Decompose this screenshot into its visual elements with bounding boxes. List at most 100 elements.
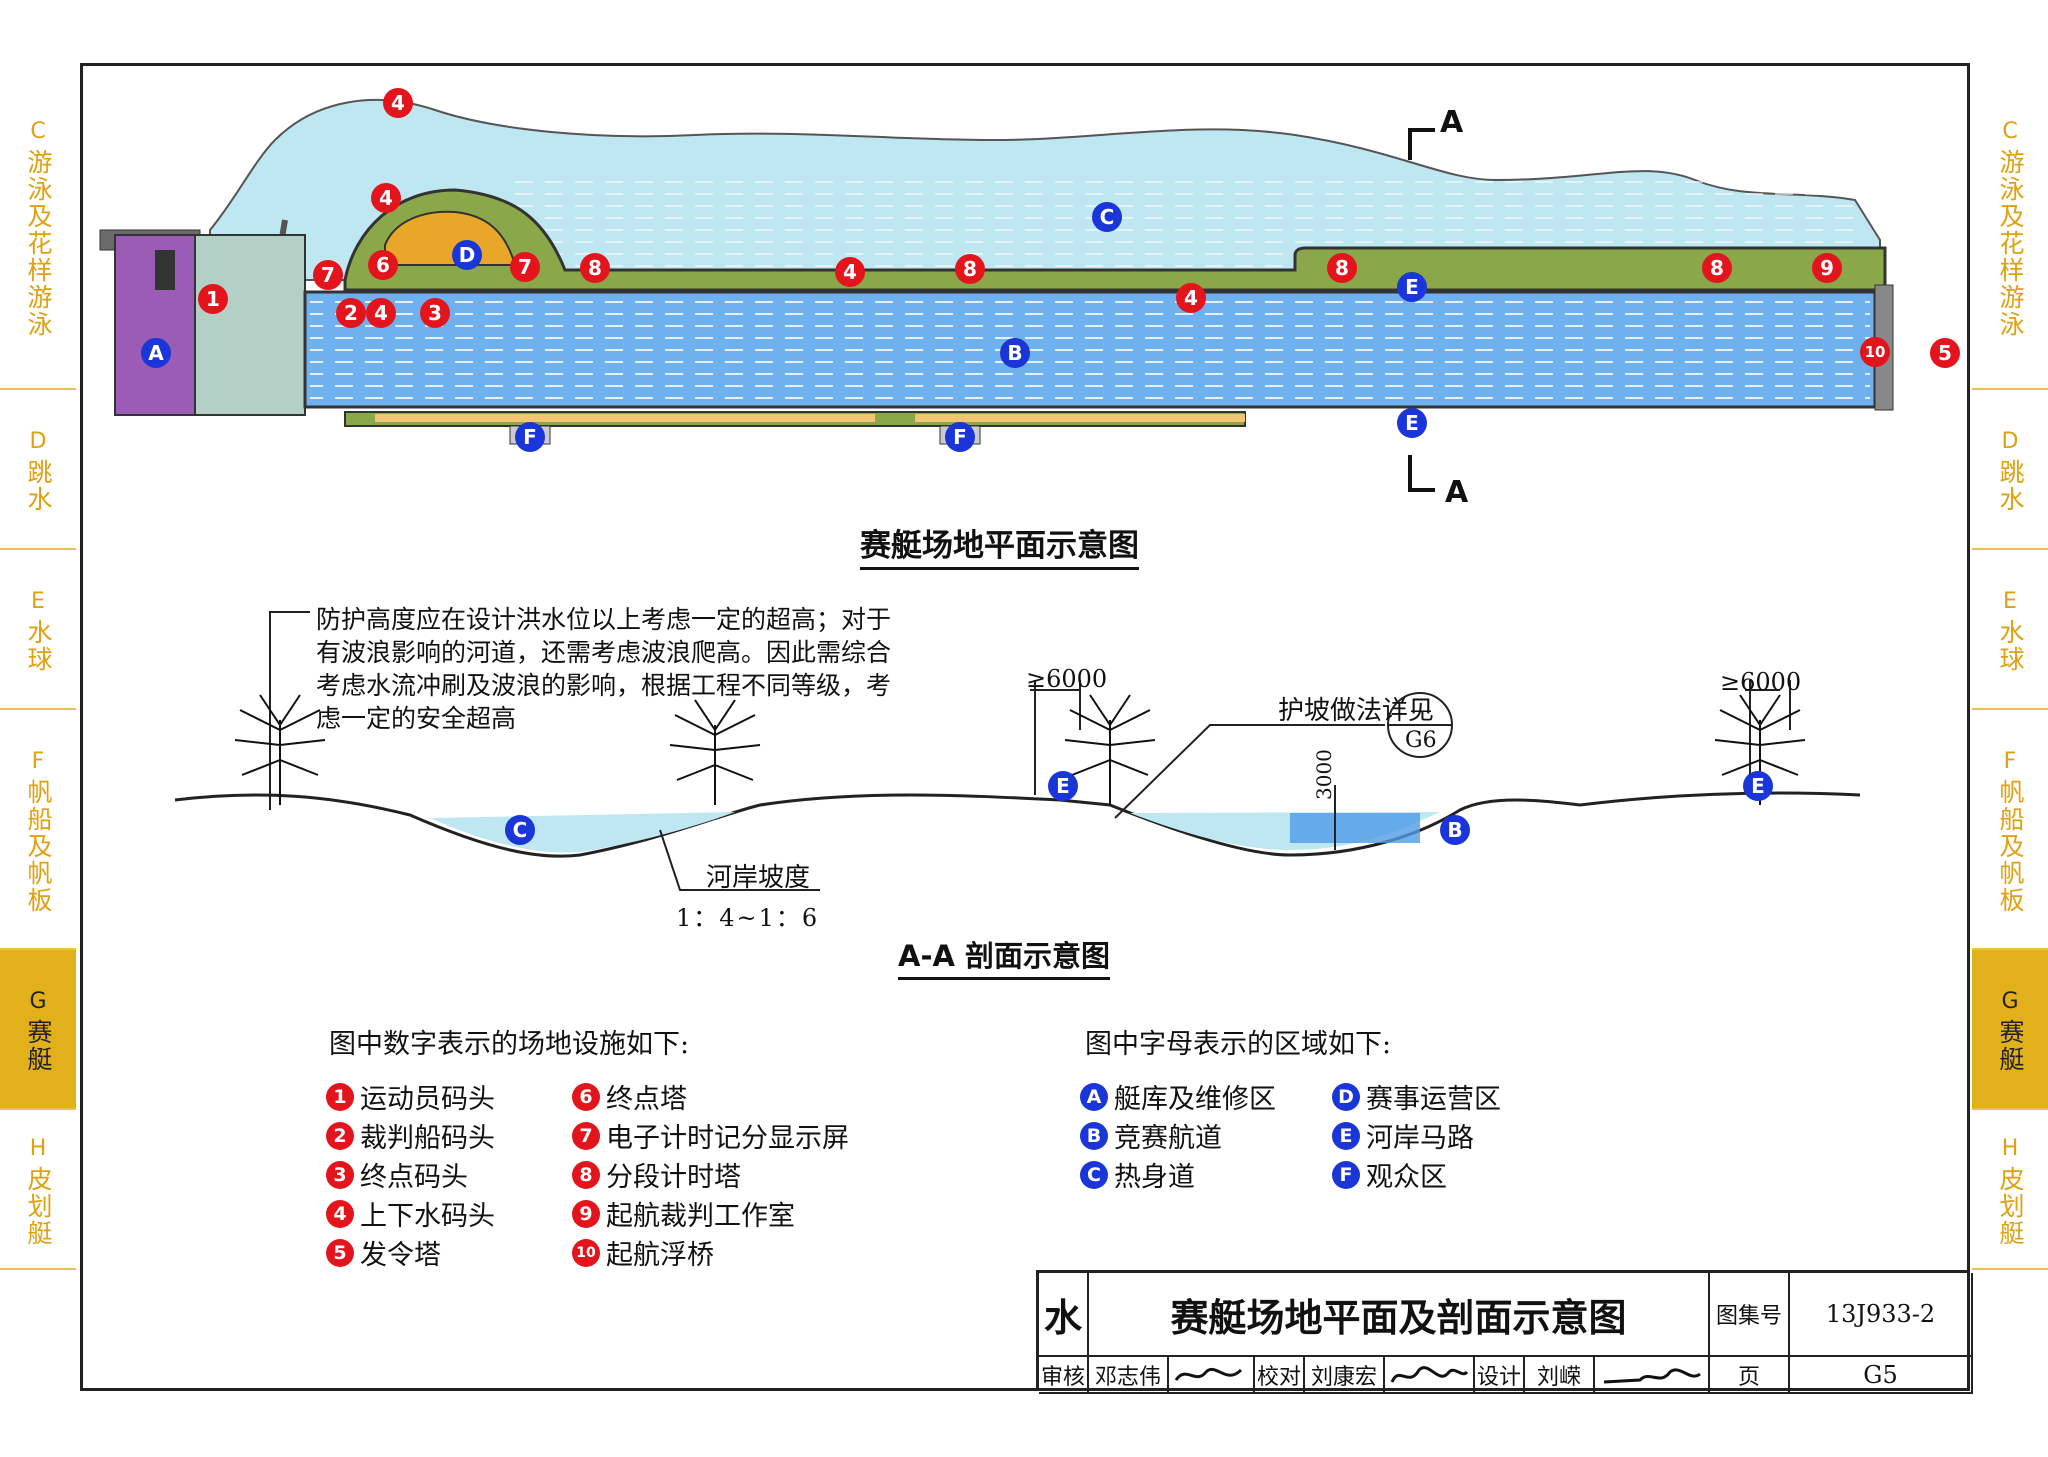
tab-rowing[interactable]: G 赛艇: [1972, 950, 2048, 1110]
section-marker-E: E: [1048, 771, 1078, 801]
drawing-frame: [80, 63, 1970, 1391]
ops-area: [384, 210, 517, 266]
marker-10: 10: [1860, 337, 1890, 367]
tab-rowing[interactable]: G 赛艇: [0, 950, 76, 1110]
marker-8: 8: [1327, 253, 1357, 283]
tab-diving[interactable]: D 跳水: [1972, 390, 2048, 550]
legend-badge: 6: [572, 1082, 600, 1111]
tab-swimming[interactable]: C 游泳及花样游泳: [1972, 65, 2048, 390]
section-mark-top: A: [1440, 105, 1464, 140]
section-title: A-A 剖面示意图: [898, 933, 1111, 980]
tb-page-label: 页: [1710, 1357, 1790, 1394]
legend-label: 河岸马路: [1366, 1123, 1474, 1154]
tab-sailing[interactable]: F 帆船及帆板: [0, 710, 76, 950]
tab-canoe[interactable]: H 皮划艇: [0, 1110, 76, 1270]
legend-label: 热身道: [1114, 1162, 1195, 1193]
plan-diagram: [99, 99, 1894, 492]
tab-label: 水球: [1996, 619, 2025, 673]
tab-water-polo[interactable]: E 水球: [0, 550, 76, 710]
marker-2: 2: [336, 298, 366, 328]
legend-label: 分段计时塔: [606, 1162, 741, 1193]
marker-9: 9: [1812, 253, 1842, 283]
tab-label: 皮划艇: [1996, 1165, 2025, 1247]
marker-4: 4: [371, 183, 401, 213]
title-block: 水 赛艇场地平面及剖面示意图 图集号 13J933-2 审核 邓志伟 校对 刘康…: [1036, 1270, 1973, 1394]
tab-label: 帆船及帆板: [1996, 778, 2025, 914]
dim-right: ≥6000: [1720, 668, 1802, 696]
section-diagram: [174, 611, 1861, 891]
slope-ref-top: —: [1410, 698, 1432, 723]
section-water-c: [430, 812, 735, 853]
legend-badge: 10: [572, 1238, 600, 1267]
marker-B: B: [1000, 338, 1030, 368]
legend-label: 竞赛航道: [1114, 1123, 1222, 1154]
legend-label: 起航裁判工作室: [606, 1201, 795, 1232]
marker-8: 8: [1702, 253, 1732, 283]
bank-green: [343, 188, 1887, 292]
marker-8: 8: [955, 254, 985, 284]
tab-canoe[interactable]: H 皮划艇: [1972, 1110, 2048, 1270]
tab-code: C: [2002, 119, 2018, 144]
note-line: 考虑水流冲刷及波浪的影响，根据工程不同等级，考: [316, 671, 892, 700]
marker-8: 8: [580, 253, 610, 283]
legend-badge: 4: [326, 1199, 354, 1228]
legend-badge: 9: [572, 1199, 600, 1228]
marker-3: 3: [420, 298, 450, 328]
marker-6: 6: [368, 250, 398, 280]
tab-label: 皮划艇: [24, 1165, 53, 1247]
plan-title: 赛艇场地平面示意图: [860, 520, 1139, 570]
tab-sailing[interactable]: F 帆船及帆板: [1972, 710, 2048, 950]
dim-left: ≥6000: [1026, 665, 1108, 693]
tb-atlas-label: 图集号: [1710, 1273, 1790, 1357]
bank-slope-label: 河岸坡度: [706, 863, 811, 893]
tab-swimming[interactable]: C 游泳及花样游泳: [0, 65, 76, 390]
legend-label: 艇库及维修区: [1114, 1084, 1276, 1115]
tb-reviewer: 邓志伟: [1089, 1357, 1169, 1394]
legend-label: 起航浮桥: [606, 1240, 714, 1271]
tab-water-polo[interactable]: E 水球: [1972, 550, 2048, 710]
marker-F: F: [945, 422, 975, 452]
legend-badge: 3: [326, 1160, 354, 1189]
section-note: 防护高度应在设计洪水位以上考虑一定的超高；对于 有波浪影响的河道，还需考虑波浪爬…: [316, 603, 976, 735]
legend-label: 终点塔: [606, 1084, 687, 1115]
legend-badge: 5: [326, 1238, 354, 1267]
note-line: 虑一定的安全超高: [316, 704, 517, 733]
legend-badge: 7: [572, 1121, 600, 1150]
marker-5: 5: [1930, 338, 1960, 368]
legend-badge: 1: [326, 1082, 354, 1111]
section-marker-B: B: [1440, 815, 1470, 845]
tb-checker: 刘康宏: [1305, 1357, 1385, 1394]
legend-badge: E: [1332, 1121, 1360, 1150]
note-line: 防护高度应在设计洪水位以上考虑一定的超高；对于: [316, 605, 892, 634]
tb-page-no: G5: [1790, 1357, 1973, 1394]
marker-E: E: [1397, 272, 1427, 302]
tab-label: 跳水: [24, 459, 53, 513]
slope-ref-bottom: G6: [1405, 728, 1437, 753]
tab-diving[interactable]: D 跳水: [0, 390, 76, 550]
legend-label: 观众区: [1366, 1162, 1447, 1193]
marker-7: 7: [313, 260, 343, 290]
tab-code: G: [2001, 989, 2019, 1014]
signature: [1595, 1357, 1710, 1394]
tab-code: E: [31, 589, 45, 614]
tab-code: C: [30, 119, 46, 144]
legend-label: 电子计时记分显示屏: [606, 1123, 849, 1154]
tab-code: D: [29, 429, 47, 454]
tab-label: 赛艇: [1996, 1019, 2025, 1073]
legend-numbers-heading: 图中数字表示的场地设施如下:: [329, 1029, 690, 1060]
marker-E: E: [1397, 408, 1427, 438]
marker-4: 4: [835, 257, 865, 287]
tab-code: F: [31, 748, 45, 774]
marker-C: C: [1092, 202, 1122, 232]
tab-label: 游泳及花样游泳: [1996, 149, 2025, 338]
legend-badge: C: [1080, 1160, 1108, 1189]
tab-label: 跳水: [1996, 459, 2025, 513]
slope-detail-label: 护坡做法详见: [1278, 696, 1435, 726]
tb-review-label: 审核: [1039, 1357, 1089, 1394]
